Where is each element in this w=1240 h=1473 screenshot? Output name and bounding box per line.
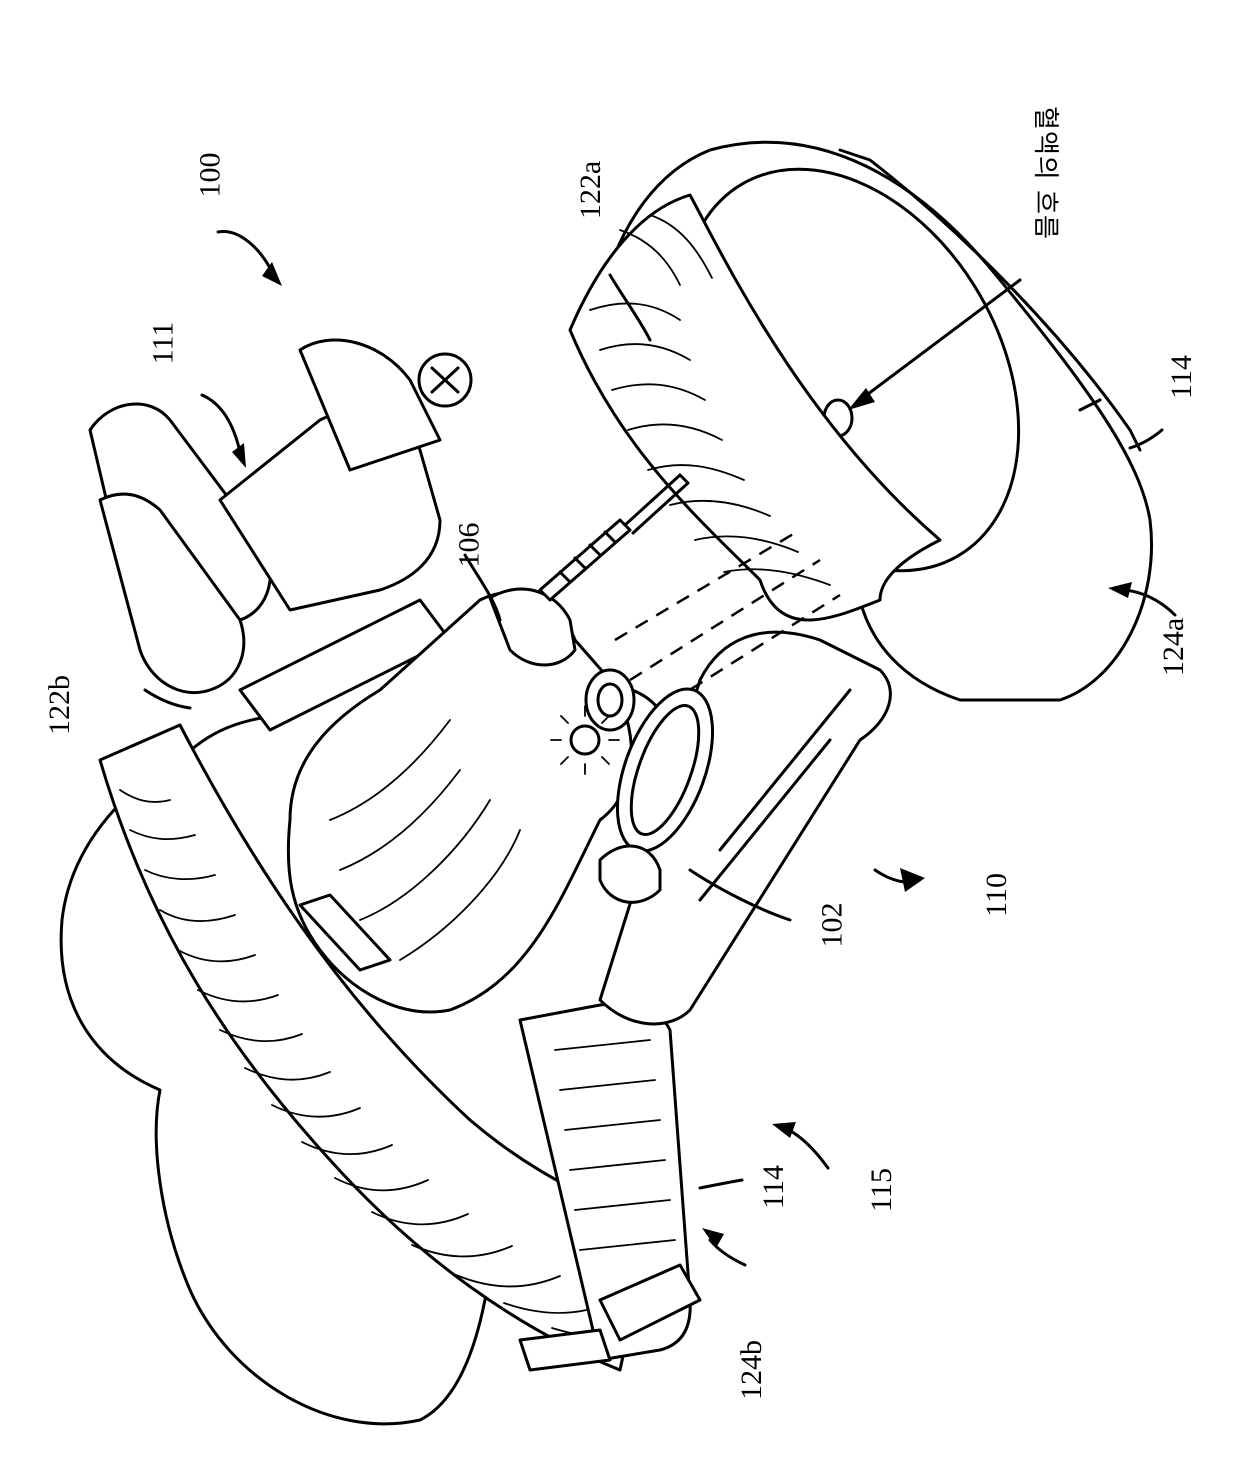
label-122a: 122a bbox=[576, 161, 606, 219]
label-124a: 124a bbox=[1159, 618, 1189, 676]
label-122b: 122b bbox=[45, 675, 75, 735]
label-124b: 124b bbox=[737, 1340, 767, 1400]
label-100: 100 bbox=[196, 153, 226, 198]
label-115: 115 bbox=[867, 1168, 897, 1212]
probe-cable bbox=[540, 475, 688, 600]
label-111: 111 bbox=[148, 322, 178, 365]
label-114-upper: 114 bbox=[1167, 355, 1197, 399]
label-114-lower: 114 bbox=[759, 1165, 789, 1209]
blood-flow-label: 혈액의 흐름 bbox=[1032, 106, 1058, 240]
label-110: 110 bbox=[982, 873, 1012, 917]
label-102: 102 bbox=[818, 903, 848, 948]
label-106: 106 bbox=[455, 523, 485, 568]
